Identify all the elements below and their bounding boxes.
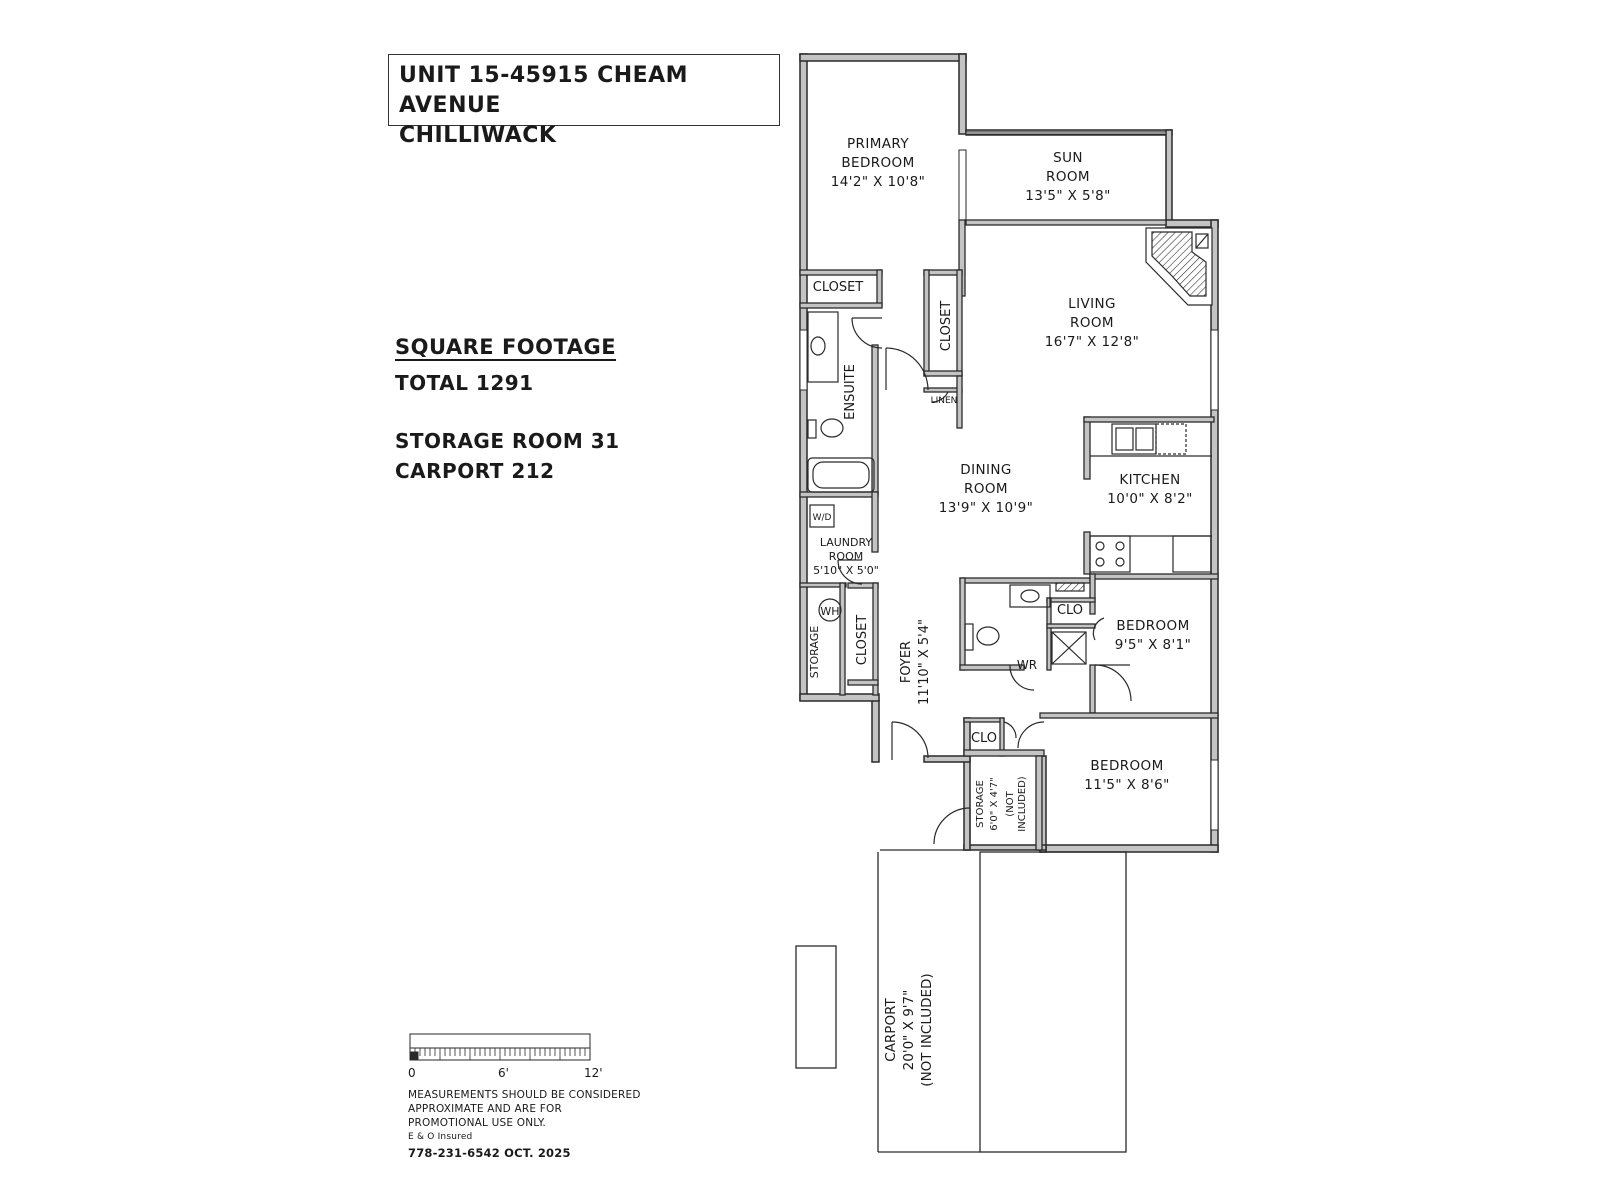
disclaimer-line-1: MEASUREMENTS SHOULD BE CONSIDERED <box>408 1089 641 1101</box>
carport-note: (NOT INCLUDED) <box>919 973 935 1086</box>
wr-label: WR <box>1017 658 1037 672</box>
laundry-label-2: ROOM <box>829 550 863 563</box>
primary-bedroom-dims: 14'2" X 10'8" <box>831 174 925 190</box>
sun-room-label-1: SUN <box>1053 150 1083 166</box>
scale-label-12: 12' <box>584 1066 603 1080</box>
scale-label-6: 6' <box>498 1066 509 1080</box>
storage-inside-label: STORAGE <box>808 626 821 678</box>
carport-label: CARPORT <box>883 998 899 1062</box>
square-footage-storage: STORAGE ROOM 31 <box>395 429 620 453</box>
carport-dims: 20'0" X 9'7" <box>901 990 917 1071</box>
living-room-label-2: ROOM <box>1070 315 1114 331</box>
kitchen-dims: 10'0" X 8'2" <box>1107 491 1192 507</box>
property-address: UNIT 15-45915 CHEAM AVENUE <box>399 63 689 118</box>
small-labels: CLOSET CLOSET LINEN ENSUITE W/D LAUNDRY … <box>808 280 1083 1087</box>
clo-hall-label: CLO <box>971 731 997 746</box>
closet-primary-side-label: CLOSET <box>939 301 954 352</box>
square-footage-heading: SQUARE FOOTAGE <box>395 335 617 359</box>
scale-ticks <box>409 1048 591 1060</box>
scale-label-0: 0 <box>408 1066 416 1080</box>
laundry-label-1: LAUNDRY <box>820 536 873 549</box>
square-footage-summary: SQUARE FOOTAGE TOTAL 1291 STORAGE ROOM 3… <box>395 332 620 486</box>
bedroom-3-label: BEDROOM <box>1090 758 1163 774</box>
disclaimer-notes: MEASUREMENTS SHOULD BE CONSIDERED APPROX… <box>408 1088 708 1160</box>
linen-label: LINEN <box>931 396 958 406</box>
fireplace-icon <box>1145 227 1213 306</box>
primary-bedroom-label-2: BEDROOM <box>841 155 914 171</box>
sun-room-label-2: ROOM <box>1046 169 1090 185</box>
contact-date: 778-231-6542 OCT. 2025 <box>408 1146 571 1160</box>
property-title-box: UNIT 15-45915 CHEAM AVENUE CHILLIWACK <box>388 54 780 148</box>
foyer-dims: 11'10" X 5'4" <box>917 619 932 705</box>
room-labels: PRIMARY BEDROOM 14'2" X 10'8" SUN ROOM 1… <box>831 136 1193 793</box>
clo-bedroom-label: CLO <box>1057 603 1083 618</box>
door-swings <box>837 317 1132 848</box>
storage-outside-dims: 6'0" X 4'7" <box>989 777 1000 830</box>
dining-room-label-2: ROOM <box>964 481 1008 497</box>
kitchen-label: KITCHEN <box>1119 472 1180 488</box>
dining-room-dims: 13'9" X 10'9" <box>939 500 1033 516</box>
disclaimer-line-2: APPROXIMATE AND ARE FOR <box>408 1103 562 1115</box>
ensuite-label: ENSUITE <box>843 364 858 420</box>
closet-primary-top-label: CLOSET <box>813 280 864 295</box>
square-footage-carport: CARPORT 212 <box>395 459 555 483</box>
storage-outside-note-1: (NOT <box>1005 790 1016 816</box>
windows <box>799 131 1219 831</box>
disclaimer-line-3: PROMOTIONAL USE ONLY. <box>408 1117 546 1129</box>
primary-bedroom-label-1: PRIMARY <box>847 136 909 152</box>
living-room-dims: 16'7" X 12'8" <box>1045 334 1139 350</box>
carport-outline <box>795 849 1127 1153</box>
laundry-dims: 5'10" X 5'0" <box>813 564 879 577</box>
square-footage-total: TOTAL 1291 <box>395 371 534 395</box>
interior-walls <box>799 219 1219 851</box>
fixtures <box>807 311 1212 665</box>
wh-label: WH <box>820 605 839 618</box>
storage-outside-note-2: INCLUDED) <box>1017 776 1028 832</box>
scale-labels: 0 6' 12' <box>408 1066 608 1082</box>
property-city: CHILLIWACK <box>399 123 557 148</box>
foyer-label: FOYER <box>899 641 914 683</box>
wd-label: W/D <box>813 513 832 523</box>
dining-room-label-1: DINING <box>960 462 1011 478</box>
closet-foyer-label: CLOSET <box>855 615 870 666</box>
bedroom-3-dims: 11'5" X 8'6" <box>1084 777 1169 793</box>
bedroom-2-dims: 9'5" X 8'1" <box>1115 637 1191 653</box>
storage-outside-label: STORAGE <box>975 780 986 828</box>
sun-room-dims: 13'5" X 5'8" <box>1025 188 1110 204</box>
living-room-label-1: LIVING <box>1068 296 1116 312</box>
bedroom-2-label: BEDROOM <box>1116 618 1189 634</box>
insurance-note: E & O Insured <box>408 1132 473 1142</box>
